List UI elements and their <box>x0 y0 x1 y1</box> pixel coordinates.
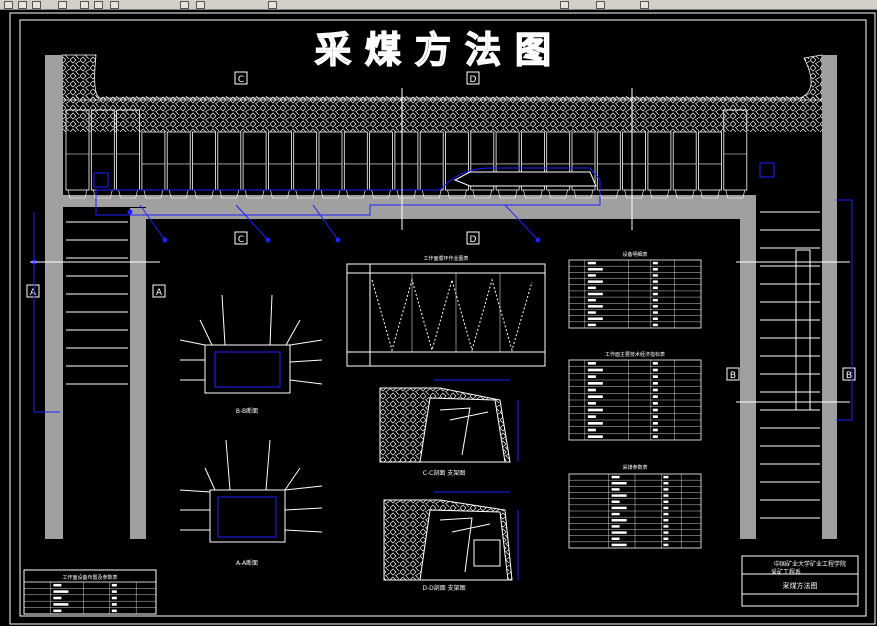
support-unit <box>318 131 343 191</box>
right-roadway-belt <box>795 249 811 411</box>
cad-drawing-canvas[interactable]: 采煤方法图 C D C D A A <box>0 10 877 626</box>
roof-rock-band <box>62 96 822 132</box>
svg-text:C-C剖面 支架图: C-C剖面 支架图 <box>423 469 465 477</box>
copy-icon[interactable] <box>94 1 103 9</box>
outer-frame <box>9 12 876 625</box>
end-marker-right <box>759 162 775 178</box>
support-unit <box>369 131 394 191</box>
zoom-icon[interactable] <box>560 1 569 9</box>
left-bottom-table: 工作面设备布置及参数表 <box>23 569 157 615</box>
svg-text:A: A <box>30 288 37 298</box>
print-icon[interactable] <box>58 1 67 9</box>
svg-text:D-D剖面 支架图: D-D剖面 支架图 <box>422 584 465 592</box>
open-icon[interactable] <box>18 1 27 9</box>
support-unit <box>242 131 267 191</box>
cut-icon[interactable] <box>80 1 89 9</box>
section-view-c: C-C剖面 支架图 <box>379 379 519 477</box>
pan-icon[interactable] <box>268 1 277 9</box>
svg-text:A-A断面: A-A断面 <box>236 559 258 567</box>
left-dimension-line <box>33 212 60 413</box>
support-unit <box>267 131 292 191</box>
shearer <box>453 171 597 187</box>
support-unit <box>343 131 368 191</box>
svg-text:B-B断面: B-B断面 <box>236 407 258 415</box>
support-unit <box>166 131 191 191</box>
svg-text:B: B <box>730 371 736 381</box>
svg-text:设备明细表: 设备明细表 <box>622 251 647 258</box>
svg-text:C: C <box>238 235 244 245</box>
properties-icon[interactable] <box>596 1 605 9</box>
tech-indicators-table: 工作面主要技术经济指标表 <box>568 351 702 441</box>
section-cut-lines <box>30 88 850 403</box>
support-unit <box>192 131 216 191</box>
support-unit <box>495 131 520 191</box>
support-unit <box>394 131 419 191</box>
support-unit <box>445 131 469 191</box>
right-dimension-line <box>836 199 853 421</box>
dimension-points <box>31 204 541 265</box>
left-inner-wall <box>130 208 146 539</box>
new-icon[interactable] <box>4 1 13 9</box>
support-unit <box>521 131 545 191</box>
svg-text:采矿工程系: 采矿工程系 <box>771 568 801 576</box>
paste-icon[interactable] <box>110 1 119 9</box>
save-icon[interactable] <box>32 1 41 9</box>
layer-icon[interactable] <box>640 1 649 9</box>
undo-icon[interactable] <box>180 1 189 9</box>
svg-text:A: A <box>156 288 163 298</box>
svg-text:采煤方法图: 采煤方法图 <box>783 581 818 590</box>
support-unit <box>571 131 596 191</box>
section-view-d: D-D剖面 支架图 <box>383 491 519 592</box>
title-block: 中国矿业大学矿业工程学院 采矿工程系 采煤方法图 <box>741 555 859 607</box>
support-unit <box>647 131 672 191</box>
hydraulic-supports-row <box>65 109 748 199</box>
support-unit <box>546 131 571 191</box>
left-roadway-wall <box>45 55 63 539</box>
support-unit <box>141 131 166 191</box>
redo-icon[interactable] <box>196 1 205 9</box>
support-unit <box>65 109 90 191</box>
svg-text:C: C <box>238 75 244 85</box>
inner-frame <box>19 19 867 617</box>
toolbar <box>0 0 877 10</box>
support-unit <box>470 131 495 191</box>
mining-params-table: 采煤参数表 <box>568 464 702 549</box>
support-unit <box>672 131 697 191</box>
svg-text:D: D <box>470 235 477 245</box>
support-unit <box>723 109 748 191</box>
support-unit <box>698 131 722 191</box>
section-view-b: B-B断面 <box>179 294 323 415</box>
work-cycle-chart: 工作面循环作业图表 <box>346 255 546 367</box>
support-unit <box>596 131 621 191</box>
support-unit <box>622 131 646 191</box>
svg-text:中国矿业大学矿业工程学院: 中国矿业大学矿业工程学院 <box>774 560 846 568</box>
svg-text:工作面设备布置及参数表: 工作面设备布置及参数表 <box>62 574 117 581</box>
support-unit <box>293 131 318 191</box>
drawing-title: 采煤方法图 <box>315 30 565 71</box>
svg-text:采煤参数表: 采煤参数表 <box>622 464 647 471</box>
section-markers: C D C D A A B B <box>26 71 856 381</box>
right-roadway-supports <box>760 211 820 519</box>
svg-text:D: D <box>470 75 477 85</box>
right-inner-wall <box>740 218 756 539</box>
left-roadway-supports <box>66 221 128 385</box>
end-marker-left <box>93 172 109 188</box>
equipment-table: 设备明细表 <box>568 251 702 329</box>
face-line-bottom <box>146 207 756 219</box>
right-roadway-wall <box>822 55 837 539</box>
support-unit <box>217 131 242 191</box>
support-unit <box>419 131 444 191</box>
svg-text:工作面主要技术经济指标表: 工作面主要技术经济指标表 <box>605 351 665 358</box>
svg-text:B: B <box>846 371 852 381</box>
section-view-a: A-A断面 <box>179 439 323 567</box>
svg-text:工作面循环作业图表: 工作面循环作业图表 <box>423 255 468 262</box>
conveyor-outline <box>95 167 601 216</box>
